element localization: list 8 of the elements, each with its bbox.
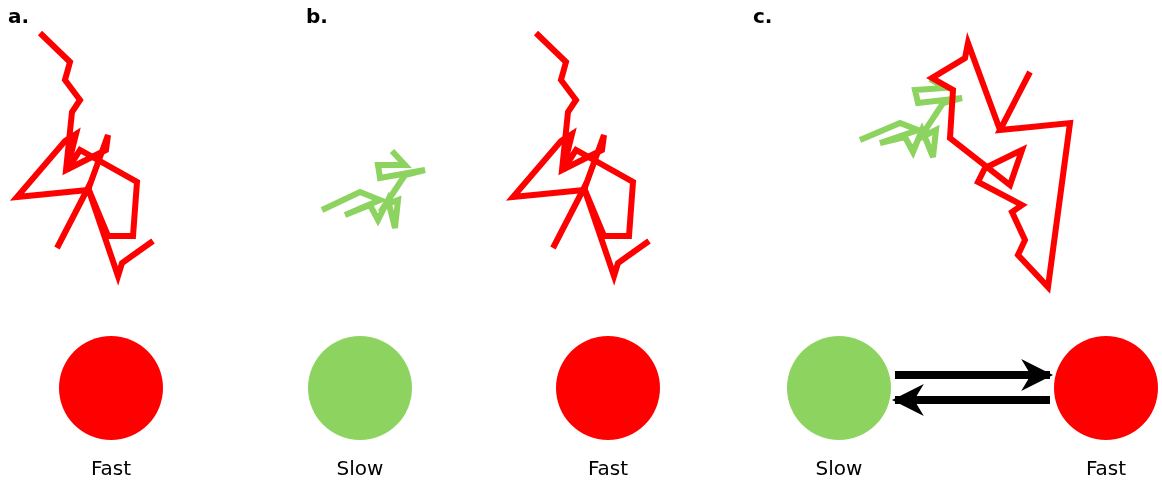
speed-label: Fast [1085,456,1127,480]
panel-label: c. [753,4,773,28]
panel-label: b. [306,4,328,28]
panel-label: a. [8,4,30,28]
speed-label: Fast [587,456,629,480]
speed-label: Slow [336,456,384,480]
speed-label: Fast [90,456,132,480]
speed-label: Slow [815,456,863,480]
